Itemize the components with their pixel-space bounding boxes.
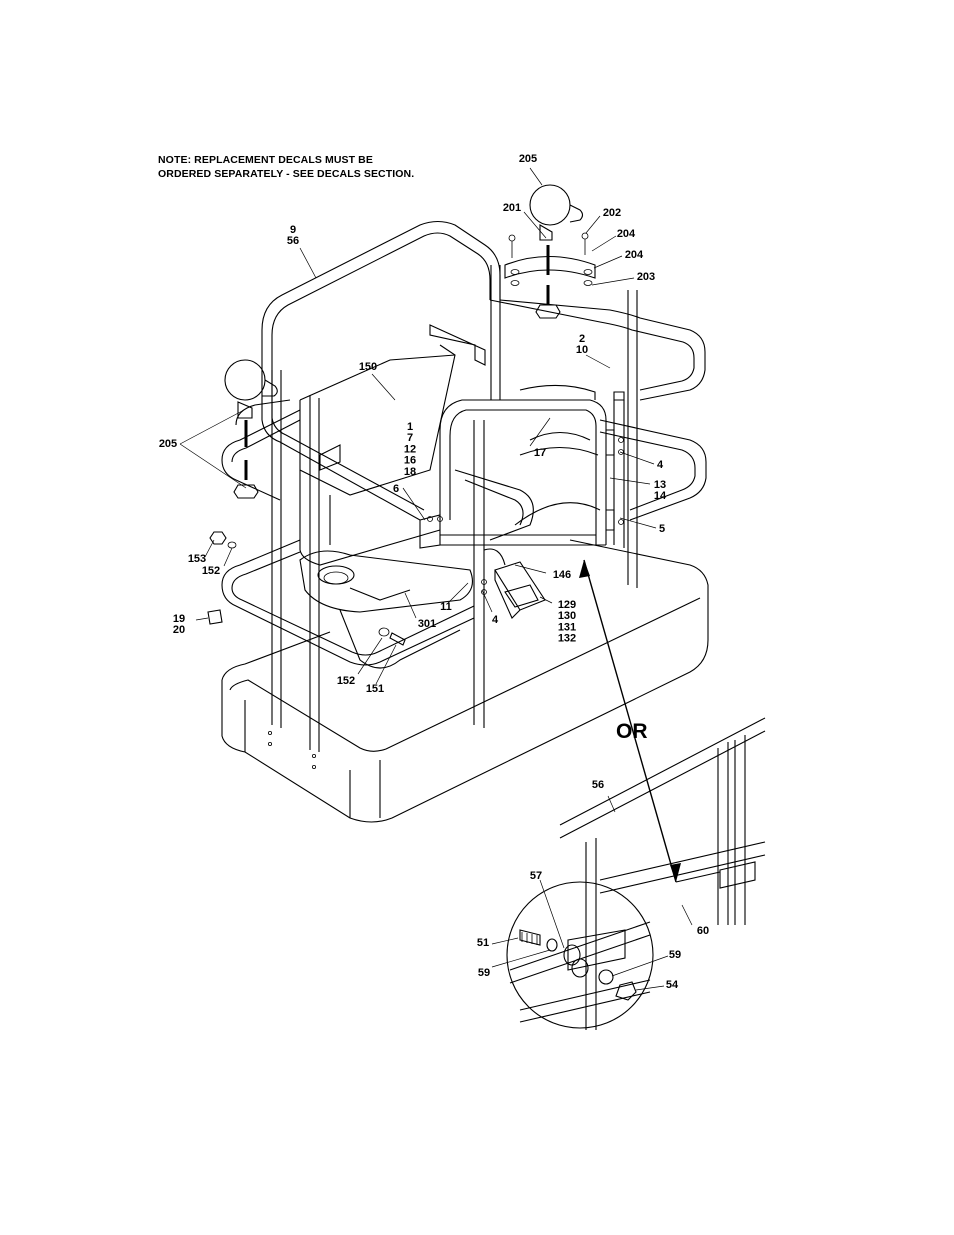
callout-line: 56 — [592, 779, 604, 791]
mid-rail — [222, 410, 706, 520]
callout-line: 16 — [404, 455, 416, 467]
callout-line: 152 — [337, 675, 355, 687]
callout-c201: 201 — [503, 202, 521, 214]
callout-c205b: 205 — [159, 438, 177, 450]
callout-c60: 60 — [697, 925, 709, 937]
foot-switch — [484, 549, 545, 618]
callout-line: 301 — [418, 618, 436, 630]
callout-line: 2 — [579, 333, 585, 345]
callout-line: 153 — [188, 553, 206, 565]
callout-c153: 153 — [188, 553, 206, 565]
callout-c54: 54 — [666, 979, 679, 991]
callout-c152b: 152 — [337, 675, 355, 687]
callout-c51: 51 — [477, 937, 489, 949]
callout-c4a: 4 — [657, 459, 664, 471]
callout-c152a: 152 — [202, 565, 220, 577]
callout-line: 5 — [659, 523, 665, 535]
work-light-left — [225, 360, 290, 498]
callout-c150: 150 — [359, 361, 377, 373]
callout-line: 14 — [654, 490, 667, 502]
callout-line: 13 — [654, 479, 666, 491]
callout-c56: 56 — [592, 779, 604, 791]
callout-line: 202 — [603, 207, 621, 219]
callout-line: 57 — [530, 870, 542, 882]
callout-line: 146 — [553, 569, 571, 581]
callout-c203: 203 — [637, 271, 655, 283]
callout-c204a: 204 — [617, 228, 636, 240]
callout-line: 19 — [173, 613, 185, 625]
callout-c59b: 59 — [669, 949, 681, 961]
callout-line: 131 — [558, 621, 576, 633]
callout-line: 59 — [669, 949, 681, 961]
platform-floor-tray — [222, 540, 708, 822]
callout-line: 132 — [558, 633, 576, 645]
callout-c146: 146 — [553, 569, 571, 581]
callout-line: 7 — [407, 432, 413, 444]
or-label: OR — [616, 720, 648, 743]
callout-line: 150 — [359, 361, 377, 373]
callout-line: 11 — [440, 601, 452, 613]
callout-line: 205 — [159, 438, 177, 450]
callout-line: 204 — [625, 249, 644, 261]
callout-c205a: 205 — [519, 153, 537, 165]
callout-c4b: 4 — [492, 614, 499, 626]
callout-c57: 57 — [530, 870, 542, 882]
callout-line: 205 — [519, 153, 537, 165]
callout-c11: 11 — [440, 601, 452, 613]
callout-line: 60 — [697, 925, 709, 937]
callout-line: 129 — [558, 599, 576, 611]
callout-line: 152 — [202, 565, 220, 577]
callout-c5: 5 — [659, 523, 665, 535]
callout-line: 6 — [393, 483, 399, 495]
callout-c204b: 204 — [625, 249, 644, 261]
callout-line: 51 — [477, 937, 489, 949]
callout-line: 204 — [617, 228, 636, 240]
callout-line: 17 — [534, 447, 546, 459]
callout-line: 12 — [404, 443, 416, 455]
callout-line: 59 — [478, 967, 490, 979]
callout-line: 54 — [666, 979, 679, 991]
callout-line: 20 — [173, 624, 185, 636]
callout-line: 9 — [290, 224, 296, 236]
callout-line: 10 — [576, 344, 588, 356]
callout-c202: 202 — [603, 207, 621, 219]
callout-line: 130 — [558, 610, 576, 622]
callout-c151: 151 — [366, 683, 384, 695]
callout-line: 4 — [657, 459, 664, 471]
callout-c17: 17 — [534, 447, 546, 459]
callout-c6: 6 — [393, 483, 399, 495]
callout-line: 18 — [404, 466, 416, 478]
callout-c59a: 59 — [478, 967, 490, 979]
callout-line: 1 — [407, 421, 413, 433]
callout-line: 151 — [366, 683, 384, 695]
callout-c301: 301 — [418, 618, 436, 630]
callout-line: 4 — [492, 614, 499, 626]
entry-gate — [440, 392, 624, 545]
callout-line: 203 — [637, 271, 655, 283]
callout-line: 56 — [287, 235, 299, 247]
callout-line: 201 — [503, 202, 521, 214]
